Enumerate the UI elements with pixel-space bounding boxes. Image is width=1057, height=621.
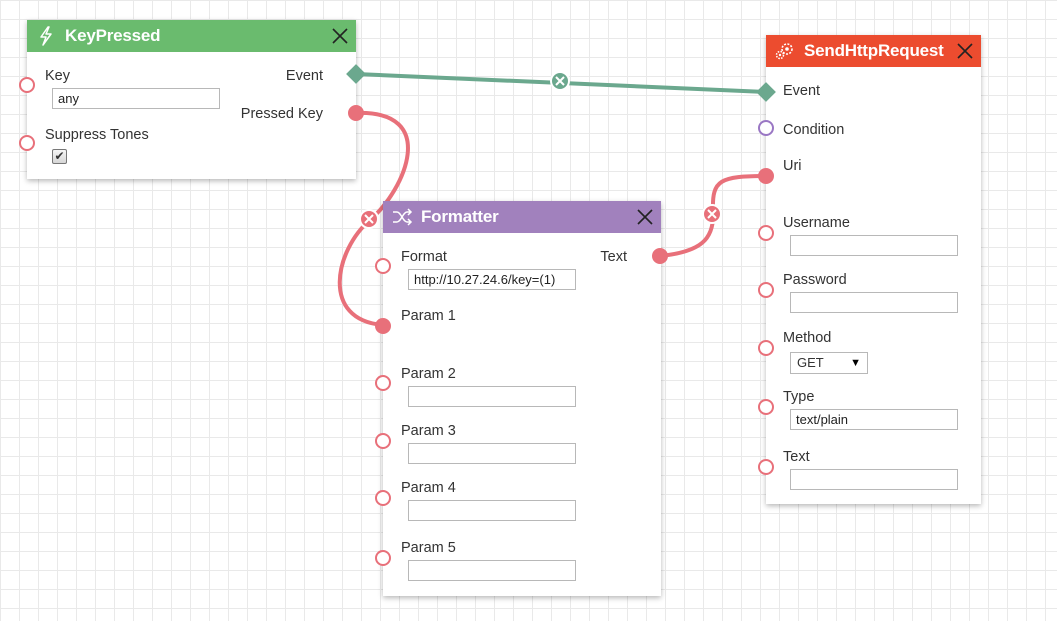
param-4-input[interactable]	[408, 500, 576, 521]
text-input-port[interactable]	[758, 459, 774, 475]
suppress-tones-input-port[interactable]	[19, 135, 35, 151]
password-input[interactable]	[790, 292, 958, 313]
param-2-input-port[interactable]	[375, 375, 391, 391]
type-input[interactable]: text/plain	[790, 409, 958, 430]
disconnect-text-uri-wire-icon[interactable]	[702, 204, 722, 224]
uri-input-port[interactable]	[758, 168, 774, 184]
key-input[interactable]: any	[52, 88, 220, 109]
method-input-port[interactable]	[758, 340, 774, 356]
suppress-tones-label: Suppress Tones	[45, 127, 149, 143]
uri-label: Uri	[783, 158, 802, 174]
disconnect-event-wire-icon[interactable]	[550, 71, 570, 91]
key-label: Key	[45, 68, 70, 84]
format-label: Format	[401, 249, 447, 265]
close-icon[interactable]	[330, 26, 350, 46]
keypressed-node[interactable]: KeyPressed Key any Suppress Tones ✔ Even…	[27, 20, 356, 179]
disconnect-pressed-key-wire-icon[interactable]	[359, 209, 379, 229]
param-3-input[interactable]	[408, 443, 576, 464]
param-4-label: Param 4	[401, 480, 456, 496]
event-output-label: Event	[285, 68, 323, 84]
sendhttprequest-node[interactable]: SendHttpRequest Event Condition Uri User…	[766, 35, 981, 504]
param-3-label: Param 3	[401, 423, 456, 439]
sendhttprequest-header[interactable]: SendHttpRequest	[766, 35, 981, 67]
pressed-key-output-port[interactable]	[348, 105, 364, 121]
method-selected-value: GET	[797, 355, 824, 370]
formatter-header[interactable]: Formatter	[383, 201, 661, 233]
method-select[interactable]: GET ▼	[790, 352, 868, 374]
password-label: Password	[783, 272, 847, 288]
username-input-port[interactable]	[758, 225, 774, 241]
param-4-input-port[interactable]	[375, 490, 391, 506]
lightning-icon	[35, 25, 57, 47]
key-input-port[interactable]	[19, 77, 35, 93]
param-5-input-port[interactable]	[375, 550, 391, 566]
node-title: Formatter	[421, 207, 499, 226]
type-label: Type	[783, 389, 815, 405]
node-title: KeyPressed	[65, 26, 161, 45]
close-icon[interactable]	[955, 41, 975, 61]
condition-input-port[interactable]	[758, 120, 774, 136]
condition-label: Condition	[783, 122, 845, 138]
node-title: SendHttpRequest	[804, 41, 944, 60]
pressed-key-output-label: Pressed Key	[240, 106, 323, 122]
text-input[interactable]	[790, 469, 958, 490]
format-input[interactable]: http://10.27.24.6/key=(1)	[408, 269, 576, 290]
shuffle-icon	[391, 206, 413, 228]
text-input-label: Text	[783, 449, 810, 465]
method-label: Method	[783, 330, 832, 346]
text-output-label: Text	[600, 249, 627, 265]
param-5-input[interactable]	[408, 560, 576, 581]
password-input-port[interactable]	[758, 282, 774, 298]
format-input-port[interactable]	[375, 258, 391, 274]
type-input-port[interactable]	[758, 399, 774, 415]
username-input[interactable]	[790, 235, 958, 256]
gears-icon	[774, 40, 796, 62]
close-icon[interactable]	[635, 207, 655, 227]
dropdown-arrow-icon: ▼	[850, 357, 861, 369]
formatter-text-output-port[interactable]	[652, 248, 668, 264]
event-input-label: Event	[783, 83, 821, 99]
keypressed-header[interactable]: KeyPressed	[27, 20, 356, 52]
username-label: Username	[783, 215, 850, 231]
param-3-input-port[interactable]	[375, 433, 391, 449]
param-1-label: Param 1	[401, 308, 456, 324]
param-5-label: Param 5	[401, 540, 456, 556]
param-1-input-port[interactable]	[375, 318, 391, 334]
param-2-label: Param 2	[401, 366, 456, 382]
param-2-input[interactable]	[408, 386, 576, 407]
suppress-tones-checkbox[interactable]: ✔	[52, 149, 67, 164]
formatter-node[interactable]: Formatter Format http://10.27.24.6/key=(…	[383, 201, 661, 596]
